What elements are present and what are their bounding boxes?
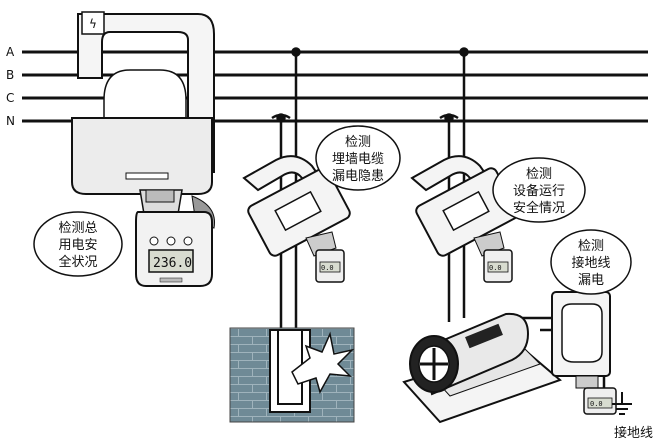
svg-text:安全情况: 安全情况 [513,200,565,216]
svg-text:接地线: 接地线 [571,255,610,271]
svg-text:埋墙电缆: 埋墙电缆 [332,151,384,167]
equipment-meter-reading: 0.0 [489,264,502,272]
lightning-icon: ϟ [89,17,97,31]
callout-ground-wire: 检测 接地线 漏电 [551,230,631,294]
brick-wall [230,328,354,422]
callout-total: 检测总 用电安 全状况 [34,212,122,276]
svg-text:设备运行: 设备运行 [513,183,565,199]
svg-text:漏电: 漏电 [578,272,604,288]
svg-text:检测: 检测 [578,239,604,254]
callout-equipment: 检测 设备运行 安全情况 [493,158,585,222]
ground-wire-label: 接地线 [614,425,653,441]
electric-motor [404,314,560,422]
callout-wall-cable: 检测 埋墙电缆 漏电隐患 [316,126,400,190]
wall-meter-reading: 0.0 [321,264,334,272]
svg-text:检测总: 检测总 [58,221,97,236]
svg-text:漏电隐患: 漏电隐患 [332,168,384,184]
line-label-n: N [6,114,15,128]
main-meter-reading: 236.0 [153,256,192,271]
svg-text:检测: 检测 [526,167,552,182]
svg-text:检测: 检测 [345,135,371,150]
line-label-a: A [6,45,15,59]
ground-clamp-meter: 0.0 [552,292,616,414]
line-label-b: B [6,68,14,82]
ground-meter-reading: 0.0 [590,400,603,408]
svg-text:用电安: 用电安 [58,238,97,253]
line-label-c: C [6,91,14,105]
svg-text:全状况: 全状况 [58,254,97,270]
